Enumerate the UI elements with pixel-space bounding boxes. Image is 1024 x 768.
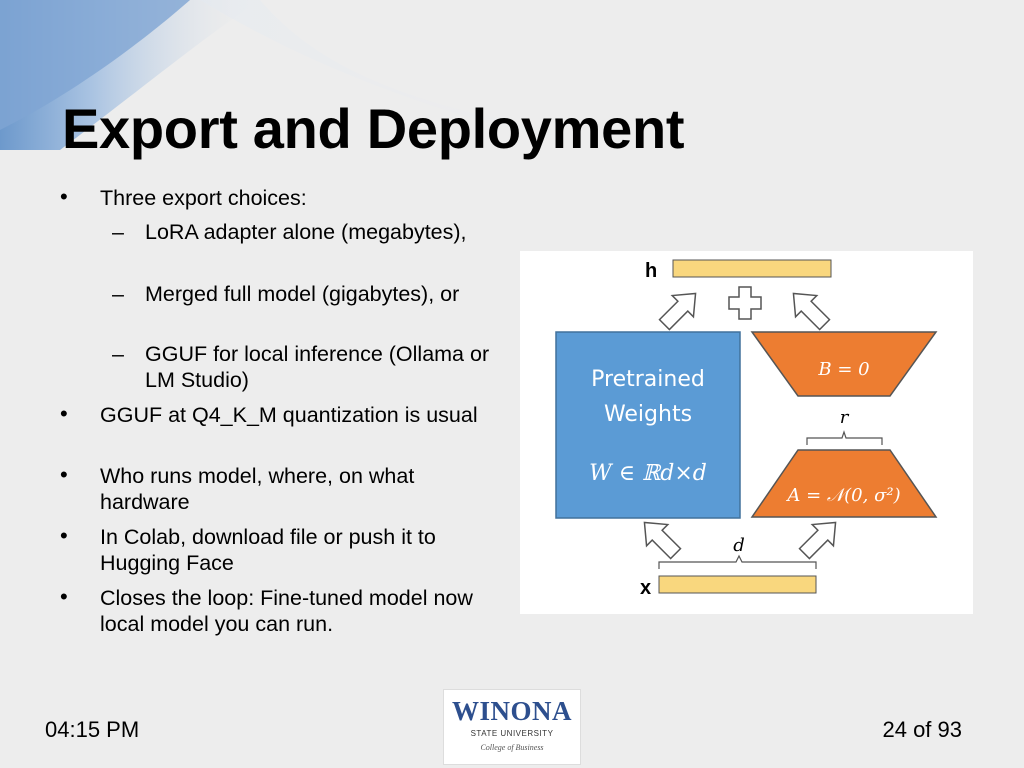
lora-diagram: h Pretrained Weights W ∈ ℝd×d B = 0 r A … (520, 251, 973, 614)
plus-icon (728, 286, 762, 320)
slide-title: Export and Deployment (62, 97, 685, 160)
rank-brace (806, 430, 883, 445)
rank-label: r (840, 407, 850, 428)
logo-name: WINONA (451, 696, 572, 726)
pretrained-weights-block (555, 331, 741, 519)
matrix-a-trapezoid (750, 449, 938, 518)
sub-bullet-marker: – (112, 220, 124, 244)
arrow-up-left-icon (792, 292, 831, 331)
pretrained-formula: W ∈ ℝd×d (589, 461, 707, 486)
sub-bullet-marker: – (112, 282, 124, 306)
arrow-up-right-icon (798, 521, 837, 560)
arrow-up-left-icon (643, 521, 682, 560)
x-label: x (640, 577, 651, 599)
sub-bullet-marker: – (112, 342, 124, 366)
bullet-3: Who runs model, where, on what hardware (100, 464, 415, 514)
matrix-a-label: A = 𝒩(0, σ²) (785, 485, 900, 506)
bullet-4: In Colab, download file or push it to Hu… (100, 525, 436, 575)
matrix-b-trapezoid (750, 331, 938, 397)
bullet-marker: • (60, 584, 68, 609)
arrow-up-right-icon (658, 292, 697, 331)
dim-brace (658, 554, 817, 569)
bullet-2: GGUF at Q4_K_M quantization is usual (100, 403, 478, 427)
h-label: h (645, 260, 657, 282)
footer-time: 04:15 PM (45, 717, 140, 742)
logo-subtitle: STATE UNIVERSITY (470, 729, 554, 738)
lora-diagram-svg: h Pretrained Weights W ∈ ℝd×d B = 0 r A … (555, 259, 938, 599)
pretrained-line-2: Weights (604, 402, 692, 427)
page-number: 24 of 93 (882, 717, 962, 742)
bullet-5: Closes the loop: Fine-tuned model now lo… (100, 586, 473, 636)
bullet-marker: • (60, 401, 68, 426)
output-bar-h (672, 259, 832, 278)
dim-label: d (733, 535, 745, 556)
university-logo: WINONA STATE UNIVERSITY College of Busin… (443, 689, 581, 765)
sub-bullet-1: LoRA adapter alone (megabytes), (145, 220, 467, 244)
matrix-b-label: B = 0 (817, 359, 869, 380)
logo-college: College of Business (480, 743, 544, 752)
bullet-marker: • (60, 184, 68, 209)
bullet-list: • Three export choices: – LoRA adapter a… (60, 184, 490, 636)
bullet-1: Three export choices: (100, 186, 307, 210)
bullet-marker: • (60, 523, 68, 548)
input-bar-x (658, 575, 817, 594)
sub-bullet-2: Merged full model (gigabytes), or (145, 282, 460, 306)
bullet-marker: • (60, 462, 68, 487)
pretrained-line-1: Pretrained (591, 367, 705, 392)
sub-bullet-3: GGUF for local inference (Ollama or LM S… (145, 342, 490, 392)
